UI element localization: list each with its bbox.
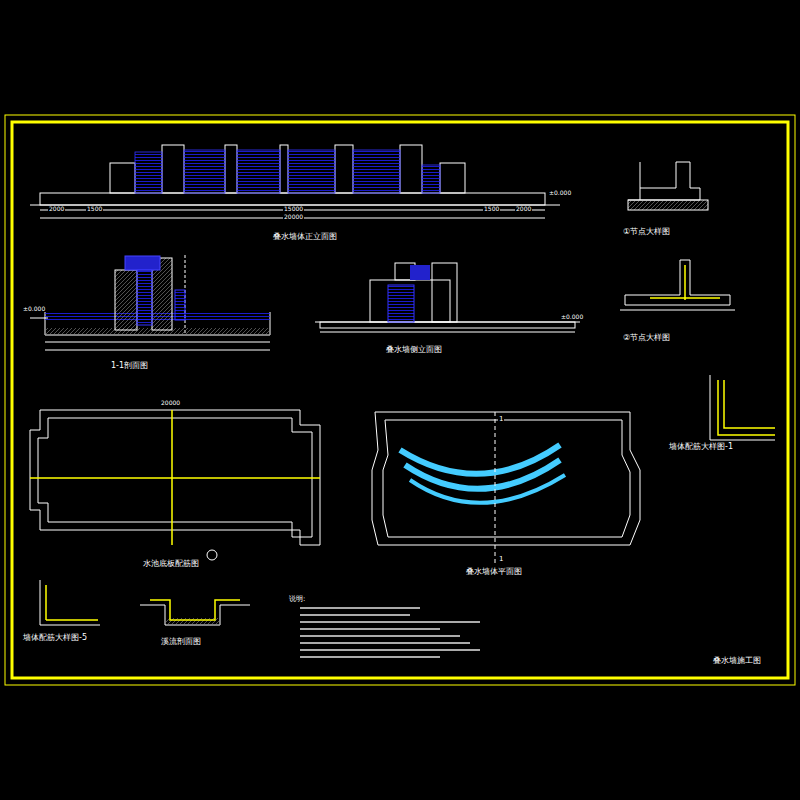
dimension: 20000	[283, 214, 304, 220]
drawing-title: 叠水墙体正立面图	[272, 233, 338, 241]
section-mark: 1	[498, 416, 504, 423]
drawing-title: 墙体配筋大样图-5	[22, 634, 88, 642]
dimension: 15000	[283, 206, 304, 212]
drawing-title: 水池底板配筋图	[142, 560, 200, 568]
title-block: 叠水墙施工图	[712, 657, 762, 665]
drawing-title: 叠水墙体平面图	[465, 568, 523, 576]
drawing-title: 墙体配筋大样图-1	[668, 443, 734, 451]
drawing-title: 1-1剖面图	[110, 362, 149, 370]
drawing-title: 叠水墙侧立面图	[385, 346, 443, 354]
drawing-title: ②节点大样图	[622, 334, 671, 342]
dimension: 2000	[515, 206, 532, 212]
dimension: 1500	[483, 206, 500, 212]
dimension: 20000	[160, 400, 181, 406]
elevation-mark: ±0.000	[22, 306, 46, 312]
notes-heading: 说明:	[288, 596, 306, 603]
dimension: 2000	[48, 206, 65, 212]
drawing-title: 溪流剖面图	[160, 638, 202, 646]
drawing-title: ①节点大样图	[622, 228, 671, 236]
section-mark: 1	[498, 556, 504, 563]
elevation-mark: ±0.000	[560, 314, 584, 320]
dimension: 1500	[86, 206, 103, 212]
elevation-mark: ±0.000	[548, 190, 572, 196]
